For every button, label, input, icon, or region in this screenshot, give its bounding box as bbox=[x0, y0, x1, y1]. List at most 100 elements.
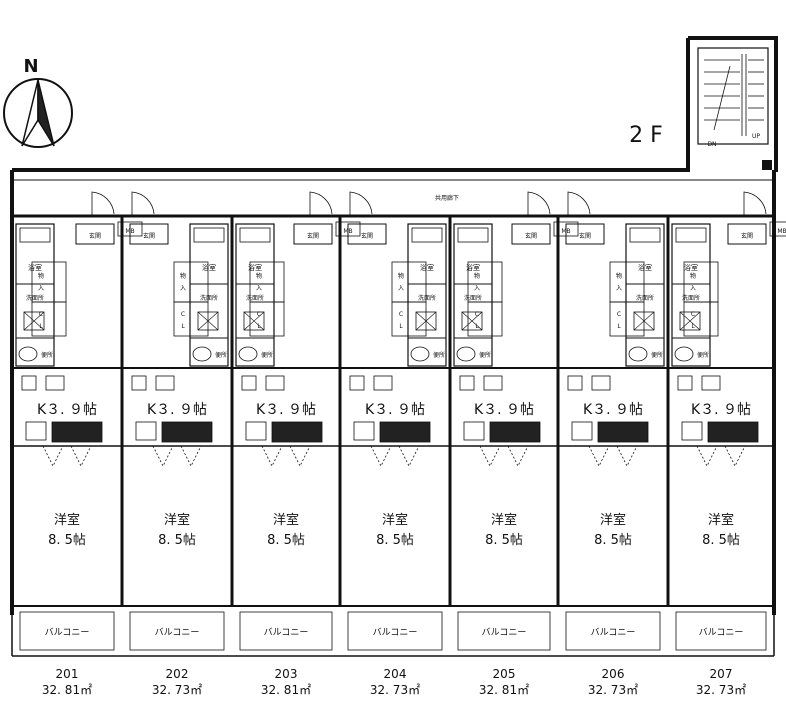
north-label: N bbox=[23, 56, 38, 77]
unit-area: 32. 73㎡ bbox=[370, 683, 420, 697]
kitchen-counter bbox=[489, 421, 541, 443]
toilet-label: 便所 bbox=[41, 351, 53, 359]
washing-machine-icon bbox=[461, 311, 483, 331]
sink-icon bbox=[373, 375, 393, 391]
storage-label-top: 物 bbox=[180, 272, 186, 280]
closet-label-bottom: L bbox=[475, 323, 479, 330]
storage-label-bottom: 入 bbox=[690, 285, 696, 292]
storage-label-bottom: 入 bbox=[616, 285, 622, 292]
closet-unit bbox=[609, 301, 645, 337]
storage-label-top: 物 bbox=[616, 272, 622, 280]
entrance-area bbox=[511, 223, 551, 245]
storage-label-bottom: 入 bbox=[398, 285, 404, 292]
wet-core bbox=[625, 223, 665, 367]
stove-icon bbox=[349, 375, 365, 391]
kitchen-counter bbox=[597, 421, 649, 443]
wet-core bbox=[407, 223, 447, 367]
entry-door-icon bbox=[131, 191, 155, 216]
kitchen-counter bbox=[271, 421, 323, 443]
unit-number: 205 bbox=[493, 667, 516, 681]
storage-label-bottom: 入 bbox=[256, 285, 262, 292]
toilet-icon bbox=[18, 346, 38, 362]
unit-number: 201 bbox=[56, 667, 79, 681]
bathtub-icon bbox=[675, 227, 707, 243]
toilet-icon bbox=[628, 346, 648, 362]
closet-label-top: C bbox=[181, 311, 185, 318]
toilet-icon bbox=[238, 346, 258, 362]
fridge-space-icon bbox=[681, 421, 703, 441]
kitchen-label: K３. ９帖 bbox=[37, 402, 97, 418]
unit-area: 32. 73㎡ bbox=[588, 683, 638, 697]
entrance-label: 玄関 bbox=[89, 232, 101, 240]
toilet-label: 便所 bbox=[215, 351, 227, 359]
balcony-label: バルコニー bbox=[591, 627, 636, 638]
washroom-label: 洗面所 bbox=[418, 294, 436, 302]
fridge-space-icon bbox=[571, 421, 593, 441]
closet-label-top: C bbox=[39, 311, 43, 318]
toilet-icon bbox=[456, 346, 476, 362]
western-room-label: 洋室 bbox=[708, 512, 734, 528]
toilet-label: 便所 bbox=[479, 351, 491, 359]
bathtub-icon bbox=[629, 227, 661, 243]
washing-machine-icon bbox=[679, 311, 701, 331]
closet-unit bbox=[249, 301, 285, 337]
stairwell: DN UP bbox=[686, 36, 778, 172]
folding-door-icon bbox=[261, 445, 311, 467]
entrance-area bbox=[293, 223, 333, 245]
wet-core bbox=[671, 223, 711, 367]
balcony bbox=[457, 611, 551, 651]
kitchen-counter bbox=[51, 421, 103, 443]
entry-door-icon bbox=[743, 191, 767, 216]
balcony bbox=[19, 611, 115, 651]
fridge-space-icon bbox=[245, 421, 267, 441]
folding-door-icon bbox=[588, 445, 638, 467]
stove-icon bbox=[131, 375, 147, 391]
entrance-area bbox=[565, 223, 605, 245]
entrance-area bbox=[129, 223, 169, 245]
western-room-label: 洋室 bbox=[382, 512, 408, 528]
storage-label-bottom: 入 bbox=[474, 285, 480, 292]
closet-label-bottom: L bbox=[39, 323, 43, 330]
stove-icon bbox=[459, 375, 475, 391]
toilet-label: 便所 bbox=[697, 351, 709, 359]
fridge-space-icon bbox=[25, 421, 47, 441]
closet-label-top: C bbox=[475, 311, 479, 318]
unit-number: 207 bbox=[710, 667, 733, 681]
unit-area: 32. 73㎡ bbox=[152, 683, 202, 697]
balcony bbox=[347, 611, 443, 651]
kitchen-counter bbox=[379, 421, 431, 443]
western-room-size: 8. 5帖 bbox=[702, 533, 740, 548]
north-needle-dark bbox=[37, 79, 55, 147]
sink-icon bbox=[483, 375, 503, 391]
entrance-label: 玄関 bbox=[361, 232, 373, 240]
entry-door-icon bbox=[349, 191, 373, 216]
fridge-space-icon bbox=[463, 421, 485, 441]
washing-machine-icon bbox=[243, 311, 265, 331]
unit-number: 204 bbox=[384, 667, 407, 681]
compass-circle bbox=[3, 78, 73, 148]
bath-label: 浴室 bbox=[248, 263, 262, 272]
kitchen-counter bbox=[161, 421, 213, 443]
western-room-size: 8. 5帖 bbox=[376, 533, 414, 548]
balcony bbox=[239, 611, 333, 651]
stair-down-label: DN bbox=[707, 141, 716, 148]
sink-icon bbox=[45, 375, 65, 391]
kitchen-label: K３. ９帖 bbox=[583, 402, 643, 418]
bath-label: 浴室 bbox=[466, 263, 480, 272]
closet-unit bbox=[683, 301, 719, 337]
corridor-label: 共用廊下 bbox=[435, 194, 459, 202]
bath-label: 浴室 bbox=[202, 263, 216, 272]
folding-door-icon bbox=[696, 445, 746, 467]
unit-number: 203 bbox=[275, 667, 298, 681]
washroom-label: 洗面所 bbox=[26, 294, 44, 302]
storage-label-bottom: 入 bbox=[180, 285, 186, 292]
folding-door-icon bbox=[479, 445, 529, 467]
storage-label-top: 物 bbox=[256, 272, 262, 280]
kitchen-label: K３. ９帖 bbox=[147, 402, 207, 418]
meter-box-label: MB bbox=[777, 228, 786, 235]
folding-door-icon bbox=[370, 445, 420, 467]
washroom-label: 洗面所 bbox=[682, 294, 700, 302]
